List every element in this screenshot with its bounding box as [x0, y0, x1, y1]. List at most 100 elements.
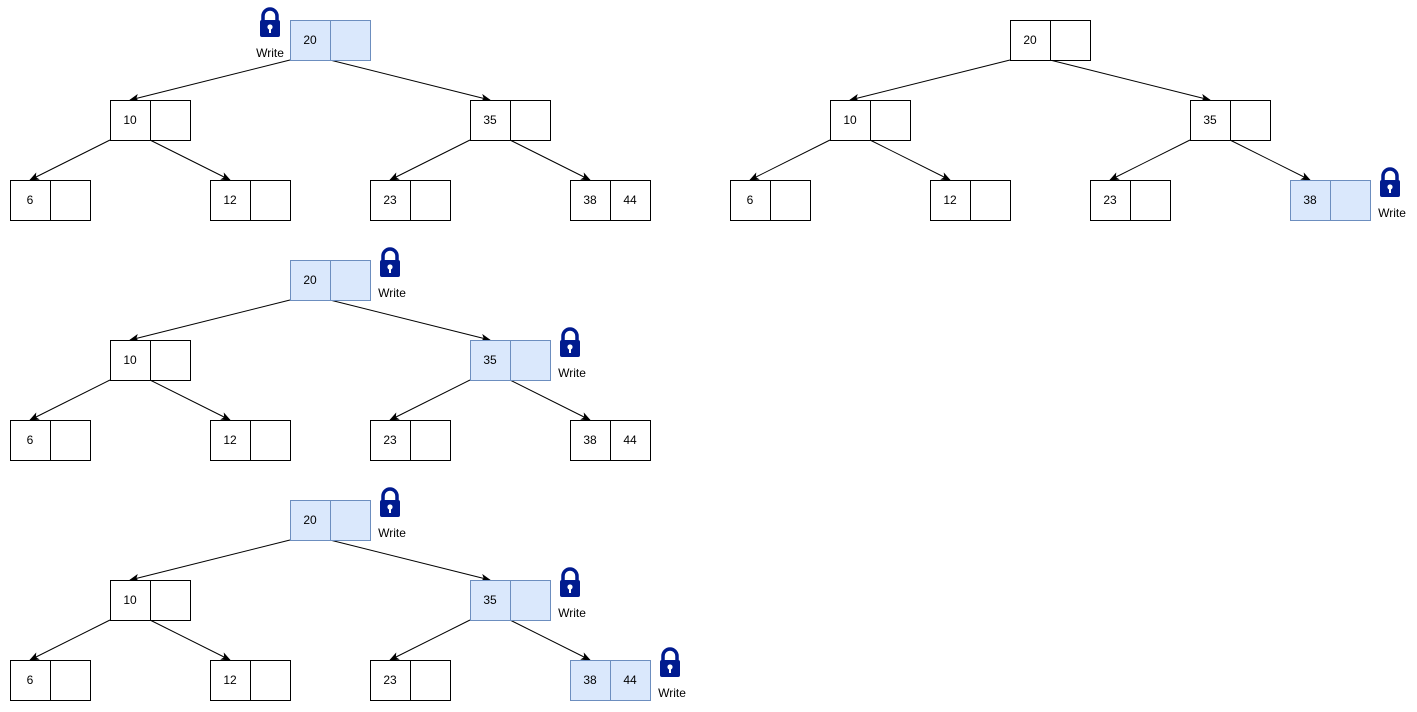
key-cell	[510, 340, 551, 381]
edge-n20-n35	[1049, 59, 1211, 102]
key-cell	[290, 260, 331, 301]
key-cell	[870, 100, 911, 141]
edge-n10-n12	[149, 619, 231, 661]
key-label: 20	[303, 33, 317, 47]
key-cell	[410, 180, 451, 221]
key-cell	[370, 180, 411, 221]
edge-n10-n6	[29, 619, 111, 661]
key-cell	[570, 180, 611, 221]
btree-node: 10	[110, 100, 191, 141]
edge-n10-n6	[29, 139, 111, 181]
key-cell	[570, 660, 611, 701]
key-cell	[610, 660, 651, 701]
lock-label: Write	[558, 606, 586, 620]
edge-n35-n23	[1109, 139, 1191, 181]
lock-icon	[560, 567, 580, 597]
key-cell	[610, 180, 651, 221]
edge-n35-n38	[509, 619, 591, 661]
btree-node: 12	[210, 180, 291, 221]
key-label: 10	[843, 113, 857, 127]
key-label: 10	[123, 353, 137, 367]
key-cell	[50, 660, 91, 701]
key-cell	[610, 420, 651, 461]
lock-icon	[380, 487, 400, 517]
key-cell	[290, 500, 331, 541]
btree-node: 38 44	[570, 180, 651, 221]
key-cell	[410, 420, 451, 461]
key-cell	[210, 180, 251, 221]
key-cell	[50, 180, 91, 221]
key-label: 20	[303, 273, 317, 287]
key-cell	[770, 180, 811, 221]
btree-node: 12	[210, 660, 291, 701]
key-label: 20	[1023, 33, 1037, 47]
key-cell	[1230, 100, 1271, 141]
edge-n10-n12	[869, 139, 951, 181]
key-cell	[150, 100, 191, 141]
key-label: 38	[583, 193, 597, 207]
lock-label: Write	[256, 46, 284, 60]
edge-n20-n10	[849, 59, 1011, 102]
key-cell	[510, 100, 551, 141]
key-cell	[110, 340, 151, 381]
btree-node: 12	[210, 420, 291, 461]
key-cell	[370, 420, 411, 461]
btree-node: 10	[830, 100, 911, 141]
key-label: 44	[623, 193, 637, 207]
btree-node: 10	[110, 340, 191, 381]
key-label: 35	[483, 593, 497, 607]
key-label: 6	[27, 193, 34, 207]
key-cell	[330, 20, 371, 61]
key-label: 35	[483, 113, 497, 127]
key-label: 23	[383, 193, 397, 207]
key-label: 20	[303, 513, 317, 527]
key-label: 23	[1103, 193, 1117, 207]
key-cell	[1190, 100, 1231, 141]
key-label: 12	[223, 433, 237, 447]
edge-n20-n35	[329, 539, 491, 582]
lock-icon	[380, 247, 400, 277]
key-label: 38	[583, 673, 597, 687]
lock-label: Write	[558, 366, 586, 380]
key-cell	[930, 180, 971, 221]
key-label: 6	[27, 433, 34, 447]
key-cell	[10, 660, 51, 701]
edge-n10-n12	[149, 379, 231, 421]
key-cell	[1010, 20, 1051, 61]
edge-n10-n6	[749, 139, 831, 181]
btree-node: 6	[730, 180, 811, 221]
key-label: 12	[943, 193, 957, 207]
btree-node: 35	[1190, 100, 1271, 141]
key-label: 6	[747, 193, 754, 207]
btree-node: 20	[1010, 20, 1091, 61]
lock-label: Write	[378, 286, 406, 300]
btree-node: 35	[470, 100, 551, 141]
key-label: 35	[483, 353, 497, 367]
key-cell	[250, 420, 291, 461]
key-cell	[250, 180, 291, 221]
key-cell	[330, 500, 371, 541]
lock-icon	[660, 647, 680, 677]
key-cell	[970, 180, 1011, 221]
lock-icon	[1380, 167, 1400, 197]
key-cell	[1330, 180, 1371, 221]
edge-n20-n10	[129, 299, 291, 342]
btree-node: 23	[370, 660, 451, 701]
key-label: 38	[1303, 193, 1317, 207]
key-cell	[150, 580, 191, 621]
key-cell	[10, 420, 51, 461]
key-label: 12	[223, 673, 237, 687]
btree-node: 10	[110, 580, 191, 621]
edge-n35-n38	[1229, 139, 1311, 181]
